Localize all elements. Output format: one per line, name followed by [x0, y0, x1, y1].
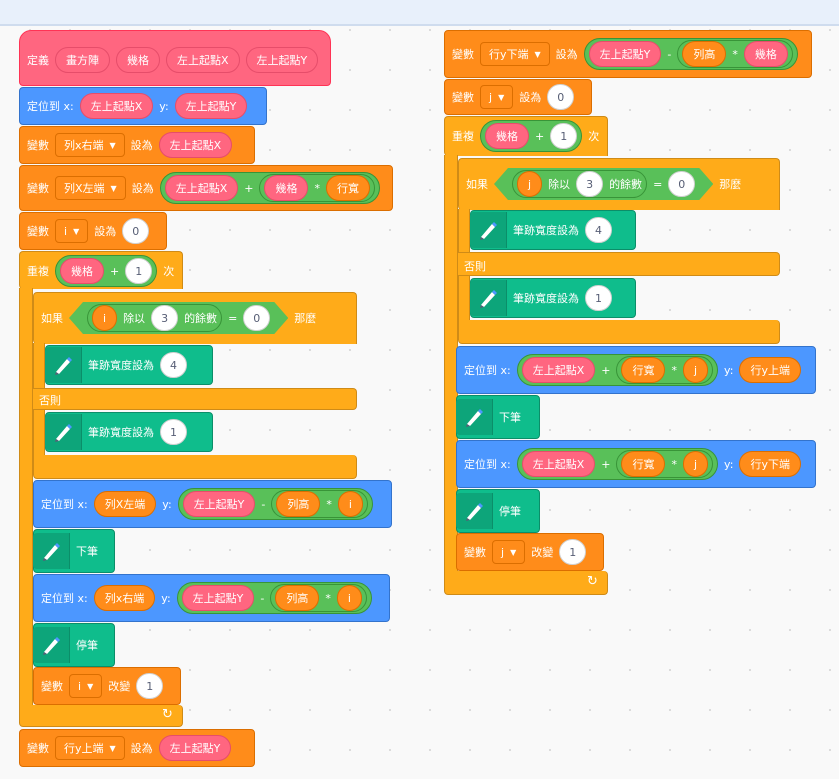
- top-toolbar: [0, 0, 839, 26]
- pen-icon: [470, 212, 507, 248]
- multiply-operator[interactable]: 幾格 * 行寬: [259, 174, 375, 202]
- pen-icon: [470, 280, 507, 316]
- equals-operator[interactable]: i 除以 3 的餘數 = 0: [69, 302, 288, 334]
- multiply-operator[interactable]: 列高 * i: [270, 584, 367, 612]
- plus-operator[interactable]: 幾格 + 1: [480, 120, 583, 152]
- loop-arrow-icon: ↻: [162, 707, 173, 722]
- pen-icon: [33, 533, 70, 569]
- else-label: 否則: [39, 394, 61, 407]
- var-dropdown[interactable]: j▼: [480, 85, 514, 109]
- equals-operator[interactable]: j 除以 3 的餘數 = 0: [494, 168, 713, 200]
- var-dropdown[interactable]: i▼: [69, 674, 103, 698]
- minus-operator[interactable]: 左上起點Y - 列高 * 幾格: [583, 38, 798, 70]
- param-start-y[interactable]: 左上起點Y: [245, 47, 319, 73]
- var-dropdown[interactable]: 列X左端▼: [55, 176, 126, 200]
- pen-icon: [456, 399, 493, 435]
- pen-icon: [33, 627, 70, 663]
- multiply-operator[interactable]: 行寬 * j: [616, 356, 714, 384]
- mod-operator[interactable]: i 除以 3 的餘數: [87, 304, 222, 332]
- plus-operator[interactable]: 左上起點X + 幾格 * 行寬: [159, 172, 380, 204]
- param-start-x[interactable]: 左上起點X: [166, 47, 240, 73]
- define-name[interactable]: 畫方陣: [55, 47, 110, 73]
- define-row: 定義 畫方陣 幾格 左上起點X 左上起點Y: [21, 40, 319, 80]
- plus-operator[interactable]: 左上起點X + 行寬 * j: [516, 448, 719, 480]
- mod-operator[interactable]: j 除以 3 的餘數: [512, 170, 647, 198]
- var-dropdown[interactable]: j▼: [492, 540, 526, 564]
- param-size[interactable]: 幾格: [116, 47, 160, 73]
- var-dropdown[interactable]: 行y上端▼: [55, 736, 125, 760]
- else-label: 否則: [464, 260, 486, 273]
- pen-icon: [45, 347, 82, 383]
- define-keyword: 定義: [27, 54, 49, 67]
- loop-arrow-icon: ↻: [587, 574, 598, 589]
- pen-icon: [45, 414, 82, 450]
- pen-icon: [456, 493, 493, 529]
- var-dropdown[interactable]: i▼: [55, 219, 89, 243]
- multiply-operator[interactable]: 行寬 * j: [616, 450, 714, 478]
- minus-operator[interactable]: 左上起點Y - 列高 * i: [176, 582, 372, 614]
- multiply-operator[interactable]: 列高 * 幾格: [677, 40, 793, 68]
- multiply-operator[interactable]: 列高 * i: [271, 490, 368, 518]
- plus-operator[interactable]: 左上起點X + 行寬 * j: [516, 354, 719, 386]
- plus-operator[interactable]: 幾格 + 1: [55, 255, 158, 287]
- var-dropdown[interactable]: 列x右端▼: [55, 133, 125, 157]
- var-dropdown[interactable]: 行y下端▼: [480, 42, 550, 66]
- minus-operator[interactable]: 左上起點Y - 列高 * i: [177, 488, 373, 520]
